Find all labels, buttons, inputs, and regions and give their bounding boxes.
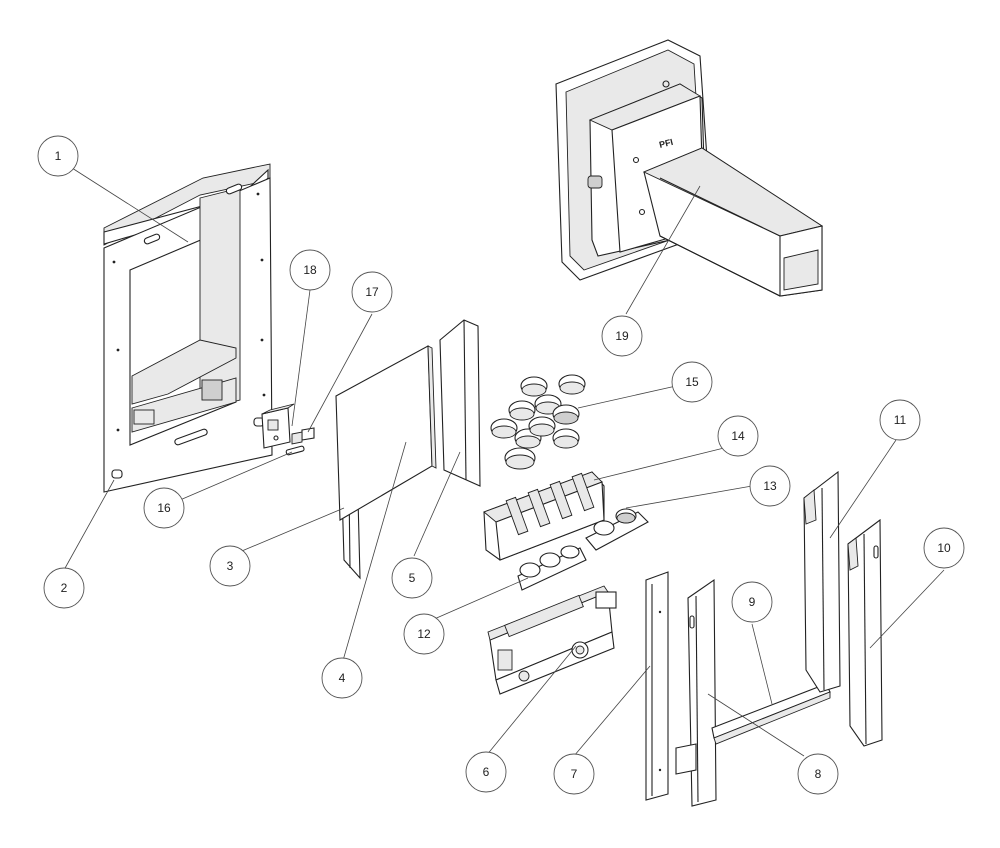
callout-4: 4 [321, 657, 363, 699]
callout-6: 6 [465, 751, 507, 793]
callout-label: 1 [55, 149, 62, 163]
callout-13: 13 [749, 465, 791, 507]
callout-label: 6 [483, 765, 490, 779]
knob [490, 418, 518, 439]
knob [528, 416, 556, 437]
knob [504, 447, 536, 470]
callout-label: 11 [894, 413, 907, 427]
callout-7: 7 [553, 753, 595, 795]
knob [508, 400, 536, 421]
part-knobs-15 [490, 374, 586, 470]
callout-14: 14 [717, 415, 759, 457]
callout-17: 17 [351, 271, 393, 313]
part-clip-17 [291, 427, 315, 445]
callout-label: 19 [615, 329, 629, 343]
callout-label: 14 [731, 429, 745, 443]
part-valve-6 [487, 585, 617, 695]
part-block-14 [483, 471, 605, 561]
callout-11: 11 [879, 399, 921, 441]
callout-5: 5 [391, 557, 433, 599]
part-tray-13 [585, 508, 649, 551]
callout-label: 16 [157, 501, 171, 515]
callout-label: 4 [339, 671, 346, 685]
callout-label: 12 [417, 627, 431, 641]
callout-18: 18 [289, 249, 331, 291]
callout-label: 13 [763, 479, 777, 493]
callout-15: 15 [671, 361, 713, 403]
unit-brand-label: PFI [658, 137, 674, 150]
callout-label: 9 [749, 595, 756, 609]
part-bar-9 [711, 683, 831, 745]
part-unit-19: PFI [555, 39, 824, 297]
callout-8: 8 [797, 753, 839, 795]
knob [552, 404, 580, 425]
part-bracket-18 [261, 403, 295, 449]
callout-label: 7 [571, 767, 578, 781]
callout-label: 15 [685, 375, 699, 389]
callout-16: 16 [143, 487, 185, 529]
callout-label: 3 [227, 559, 234, 573]
part-tray-12 [517, 545, 587, 591]
part-panel-4 [335, 345, 437, 521]
callout-12: 12 [403, 613, 445, 655]
callout-label: 8 [815, 767, 822, 781]
callout-9: 9 [731, 581, 773, 623]
callout-label: 17 [365, 285, 379, 299]
part-frame [103, 163, 273, 493]
callout-1: 1 [37, 135, 79, 177]
part-bracket-10 [847, 518, 883, 747]
part-panel-5 [439, 319, 481, 487]
callout-label: 10 [937, 541, 951, 555]
knob [520, 376, 548, 397]
part-rail-7 [645, 571, 669, 801]
knob [558, 374, 586, 395]
leader-lines [63, 167, 945, 757]
part-bracket-11 [803, 470, 841, 693]
part-rail-8 [675, 578, 717, 807]
callout-label: 18 [303, 263, 317, 277]
callout-10: 10 [923, 527, 965, 569]
knob [552, 428, 580, 449]
callout-label: 5 [409, 571, 416, 585]
callout-3: 3 [209, 545, 251, 587]
callout-label: 2 [61, 581, 68, 595]
callout-19: 19 [601, 315, 643, 357]
callout-2: 2 [43, 567, 85, 609]
